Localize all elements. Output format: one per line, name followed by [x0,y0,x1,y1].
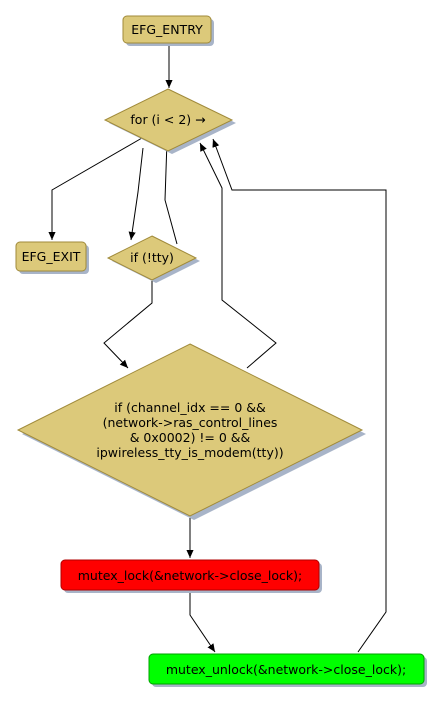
mutex-unlock-node-label: mutex_unlock(&network->close_lock); [166,662,406,677]
mutex-unlock-node[interactable]: mutex_unlock(&network->close_lock); [148,653,427,687]
mutex-lock-node[interactable]: mutex_lock(&network->close_lock); [60,559,322,593]
entry-node-box [122,15,212,44]
edge-if-tty-to-if-channel [103,281,153,369]
for-loop-node-label: for (i < 2) → [130,112,205,127]
if-tty-node[interactable]: if (!tty) [106,235,200,283]
mutex-lock-node-label: mutex_lock(&network->close_lock); [78,568,303,583]
if-channel-node[interactable]: if (channel_idx == 0 && (network->ras_co… [16,343,366,520]
exit-node[interactable]: EFG_EXIT [15,241,89,274]
edge-if-channel-back-to-for [199,142,277,369]
if-channel-node-diamond [16,343,364,517]
entry-node-label: EFG_ENTRY [131,22,203,37]
if-channel-line-1: if (channel_idx == 0 && [114,400,266,415]
if-channel-line-3: & 0x0002) != 0 && [130,430,251,445]
for-loop-node[interactable]: for (i < 2) → [103,88,236,154]
edge-lock-to-unlock [189,590,216,653]
exit-node-label: EFG_EXIT [22,249,81,264]
edge-unlock-back-to-for [212,138,387,653]
mutex-unlock-node-box [148,653,425,685]
for-loop-node-diamond [103,88,234,152]
if-channel-line-2: (network->ras_control_lines [103,415,278,430]
edge-if-tty-back-to-for [163,140,178,245]
if-tty-node-diamond [106,235,198,281]
edges [48,46,387,653]
edge-for-to-if-tty [128,147,144,241]
edge-for-to-exit [48,137,143,240]
mutex-lock-node-box [60,559,320,591]
if-tty-node-label: if (!tty) [130,250,174,265]
entry-node[interactable]: EFG_ENTRY [122,15,214,46]
if-channel-line-4: ipwireless_tty_is_modem(tty)) [96,445,283,460]
exit-node-box [15,241,87,272]
